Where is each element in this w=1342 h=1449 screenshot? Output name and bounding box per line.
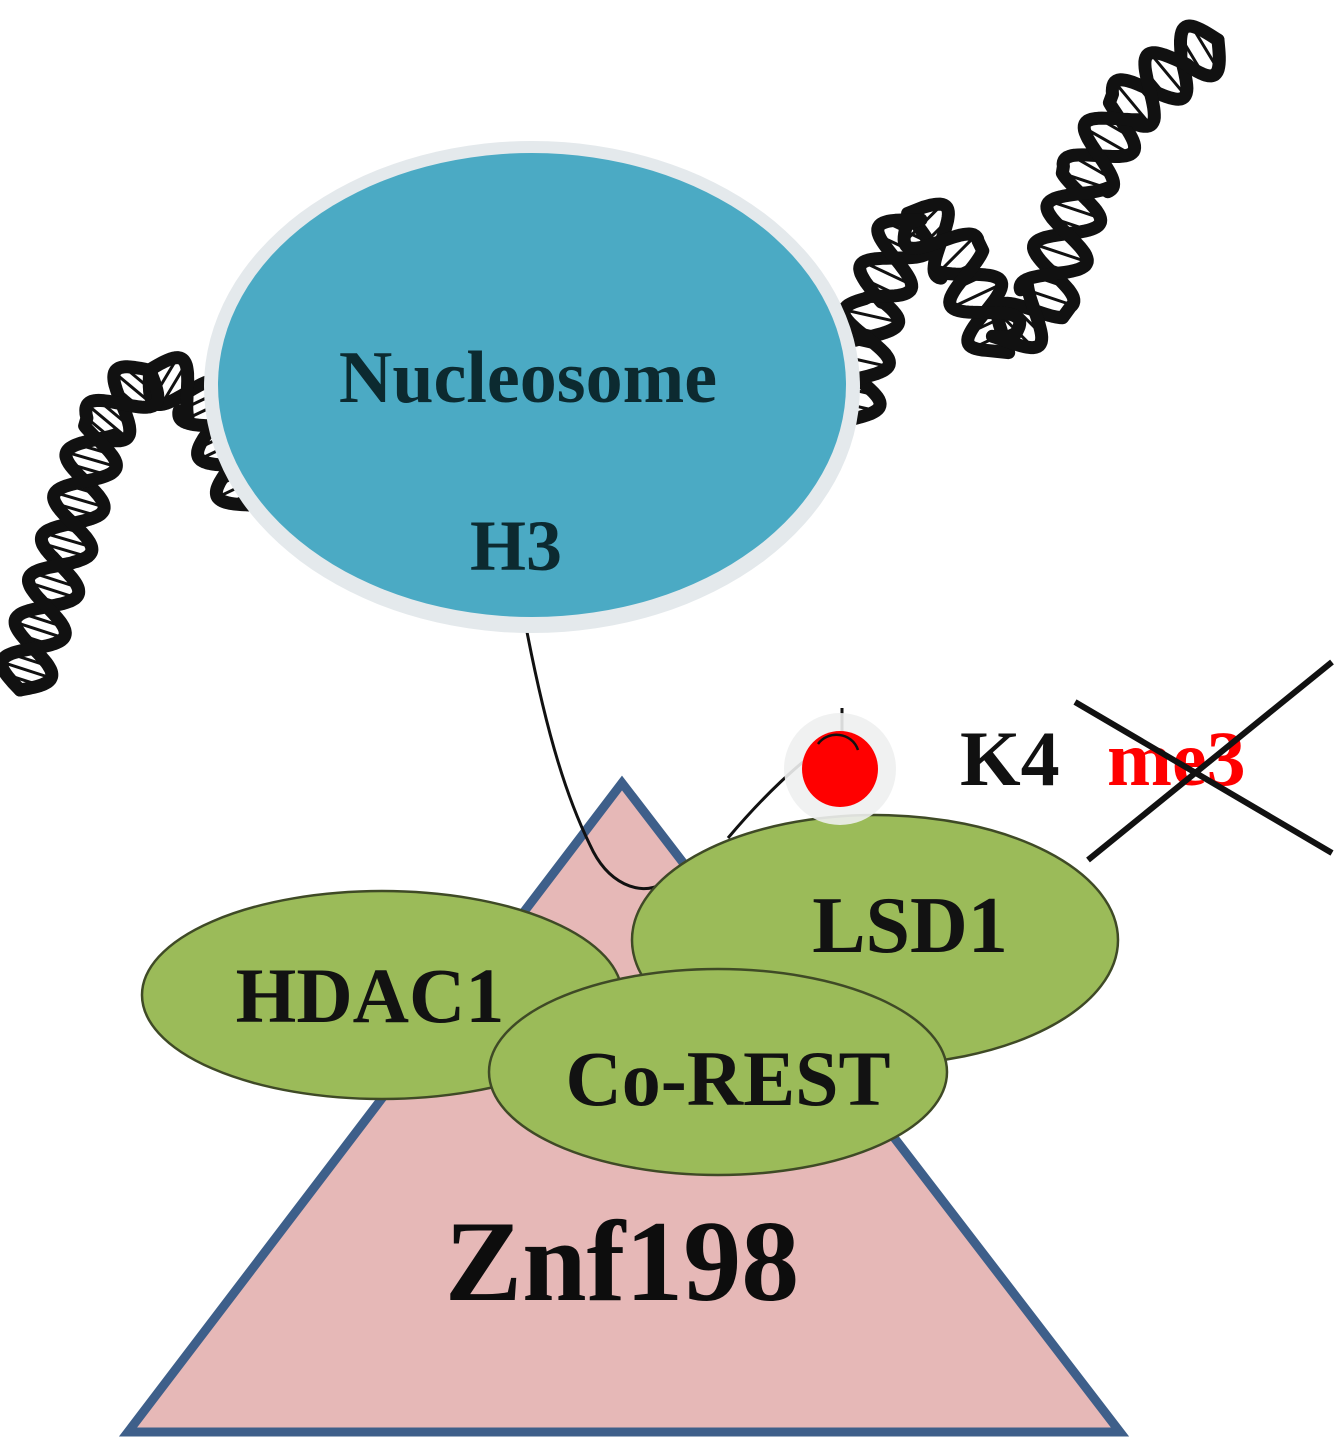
nucleosome [218, 153, 846, 617]
removal-cross-stroke-a [1073, 699, 1334, 856]
h3-tail-line [525, 631, 661, 891]
removal-cross-stroke-b [1086, 659, 1334, 863]
corest-ellipse [487, 967, 949, 1177]
dna-left-icon [0, 351, 272, 697]
methyl-group-icon [802, 731, 878, 807]
corest-label: Co-REST [565, 1035, 890, 1122]
dna-base-pair [1149, 52, 1187, 97]
dna-strand-b [818, 33, 1226, 427]
dna-base-pair [843, 308, 900, 324]
dna-right-icon [818, 19, 1226, 427]
dna-base-pair [66, 450, 117, 469]
dna-base-pair [1, 660, 52, 680]
histone-h3-label: H3 [470, 506, 562, 586]
k4-label: K4 [960, 715, 1060, 802]
dna-base-pair [14, 620, 65, 640]
dna-base-pair [1033, 242, 1088, 264]
dna-base-pair [951, 282, 1003, 309]
lsd1-label: LSD1 [812, 882, 1008, 970]
hdac1-label: HDAC1 [236, 952, 505, 1039]
methyl-bond-line [816, 733, 860, 751]
nucleosome-label: Nucleosome [339, 337, 717, 419]
znf198-label: Znf198 [445, 1198, 800, 1326]
dna-base-pair [54, 491, 105, 509]
